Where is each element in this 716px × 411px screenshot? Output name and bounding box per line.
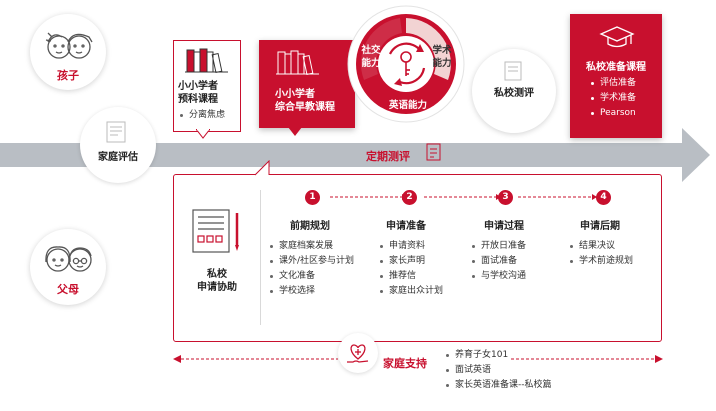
step-items: 家庭档案发展 课外/社区参与计划 文化准备 学校选择 — [270, 239, 354, 299]
step-items: 开放日准备 面试准备 与学校沟通 — [472, 239, 526, 284]
family-assessment-circle — [80, 107, 156, 183]
preschool-pointer — [196, 129, 210, 139]
periodic-test-label: 定期测评 — [366, 150, 410, 163]
graduation-cap-icon — [599, 26, 635, 48]
cycle-academic-label: 学术 能力 — [427, 44, 457, 70]
preschool-item: 分离焦虑 — [180, 108, 225, 123]
books-icon-white — [276, 50, 319, 76]
family-assessment-label: 家庭评估 — [98, 152, 138, 163]
child-label: 孩子 — [57, 69, 79, 82]
step-item: 家庭出众计划 — [380, 284, 443, 299]
support-item: 面试英语 — [446, 363, 552, 378]
preschool-title-line2: 预科课程 — [178, 94, 218, 105]
books-icon — [185, 48, 228, 74]
application-title-line2: 申请协助 — [197, 282, 237, 293]
cycle-social-line1: 社交 — [361, 45, 381, 56]
step-item: 结果决议 — [570, 239, 633, 254]
periodic-test-icon — [426, 143, 441, 161]
preschool-items: 分离焦虑 — [180, 108, 225, 123]
step-title: 申请后期 — [580, 221, 620, 232]
cycle-social-line2: 能力 — [361, 58, 381, 69]
application-panel — [173, 174, 662, 342]
step-connector — [330, 194, 597, 200]
step-item: 与学校沟通 — [472, 269, 526, 284]
prep-title: 私校准备课程 — [586, 62, 646, 73]
cycle-academic-line2: 能力 — [432, 58, 452, 69]
support-title: 家庭支持 — [383, 357, 427, 370]
step-items: 结果决议 学术前途规划 — [570, 239, 633, 269]
comprehensive-title: 小小学者 综合早教课程 — [275, 88, 355, 114]
step-item: 开放日准备 — [472, 239, 526, 254]
step-title: 前期规划 — [290, 221, 330, 232]
step-item: 推荐信 — [380, 269, 443, 284]
cycle-english-label: 英语能力 — [388, 100, 427, 111]
prep-item: 评估准备 — [591, 76, 636, 91]
step-number: 2 — [402, 190, 417, 205]
step-title: 申请准备 — [386, 221, 426, 232]
parent-circle — [30, 229, 106, 305]
application-title: 私校 申请协助 — [186, 268, 248, 294]
comprehensive-course-box — [259, 40, 355, 128]
step-items: 申请资料 家长声明 推荐信 家庭出众计划 — [380, 239, 443, 299]
prep-item: 学术准备 — [591, 91, 636, 106]
cycle-social-label: 社交 能力 — [356, 44, 386, 70]
key-icon — [400, 51, 412, 76]
support-items: 养育子女101 面试英语 家长英语准备课--私校篇 — [446, 348, 552, 393]
step-item: 家庭档案发展 — [270, 239, 354, 254]
application-divider — [260, 190, 261, 325]
application-title-line1: 私校 — [207, 269, 227, 280]
test-icon — [504, 61, 522, 81]
step-item: 学校选择 — [270, 284, 354, 299]
heart-hand-icon — [347, 344, 369, 363]
step-item: 课外/社区参与计划 — [270, 254, 354, 269]
step-number: 3 — [498, 190, 513, 205]
school-test-label: 私校测评 — [494, 88, 534, 99]
step-item: 学术前途规划 — [570, 254, 633, 269]
ability-cycle — [347, 5, 465, 123]
prep-items: 评估准备 学术准备 Pearson — [591, 76, 636, 121]
application-form-icon — [192, 209, 239, 253]
support-item: 家长英语准备课--私校篇 — [446, 378, 552, 393]
prep-course-box — [570, 14, 662, 138]
support-item: 养育子女101 — [446, 348, 552, 363]
step-number: 4 — [596, 190, 611, 205]
prep-item: Pearson — [591, 106, 636, 121]
step-item: 家长声明 — [380, 254, 443, 269]
parent-label: 父母 — [57, 283, 79, 296]
assessment-doc-icon — [106, 121, 126, 143]
step-number: 1 — [305, 190, 320, 205]
step-title: 申请过程 — [484, 221, 524, 232]
cycle-academic-line1: 学术 — [432, 45, 452, 56]
step-item: 文化准备 — [270, 269, 354, 284]
timeline-arrow — [0, 128, 710, 182]
application-panel-notch — [255, 160, 270, 176]
preschool-title: 小小学者 预科课程 — [178, 80, 238, 106]
children-icon — [45, 32, 93, 59]
child-circle — [30, 14, 106, 90]
support-arrow-line — [173, 355, 663, 363]
comprehensive-title-line1: 小小学者 — [275, 89, 315, 100]
comprehensive-title-line2: 综合早教课程 — [275, 102, 335, 113]
parents-icon — [45, 246, 92, 272]
preschool-title-line1: 小小学者 — [178, 81, 218, 92]
step-item: 申请资料 — [380, 239, 443, 254]
step-item: 面试准备 — [472, 254, 526, 269]
comprehensive-pointer — [288, 127, 302, 136]
school-test-circle — [472, 49, 556, 133]
